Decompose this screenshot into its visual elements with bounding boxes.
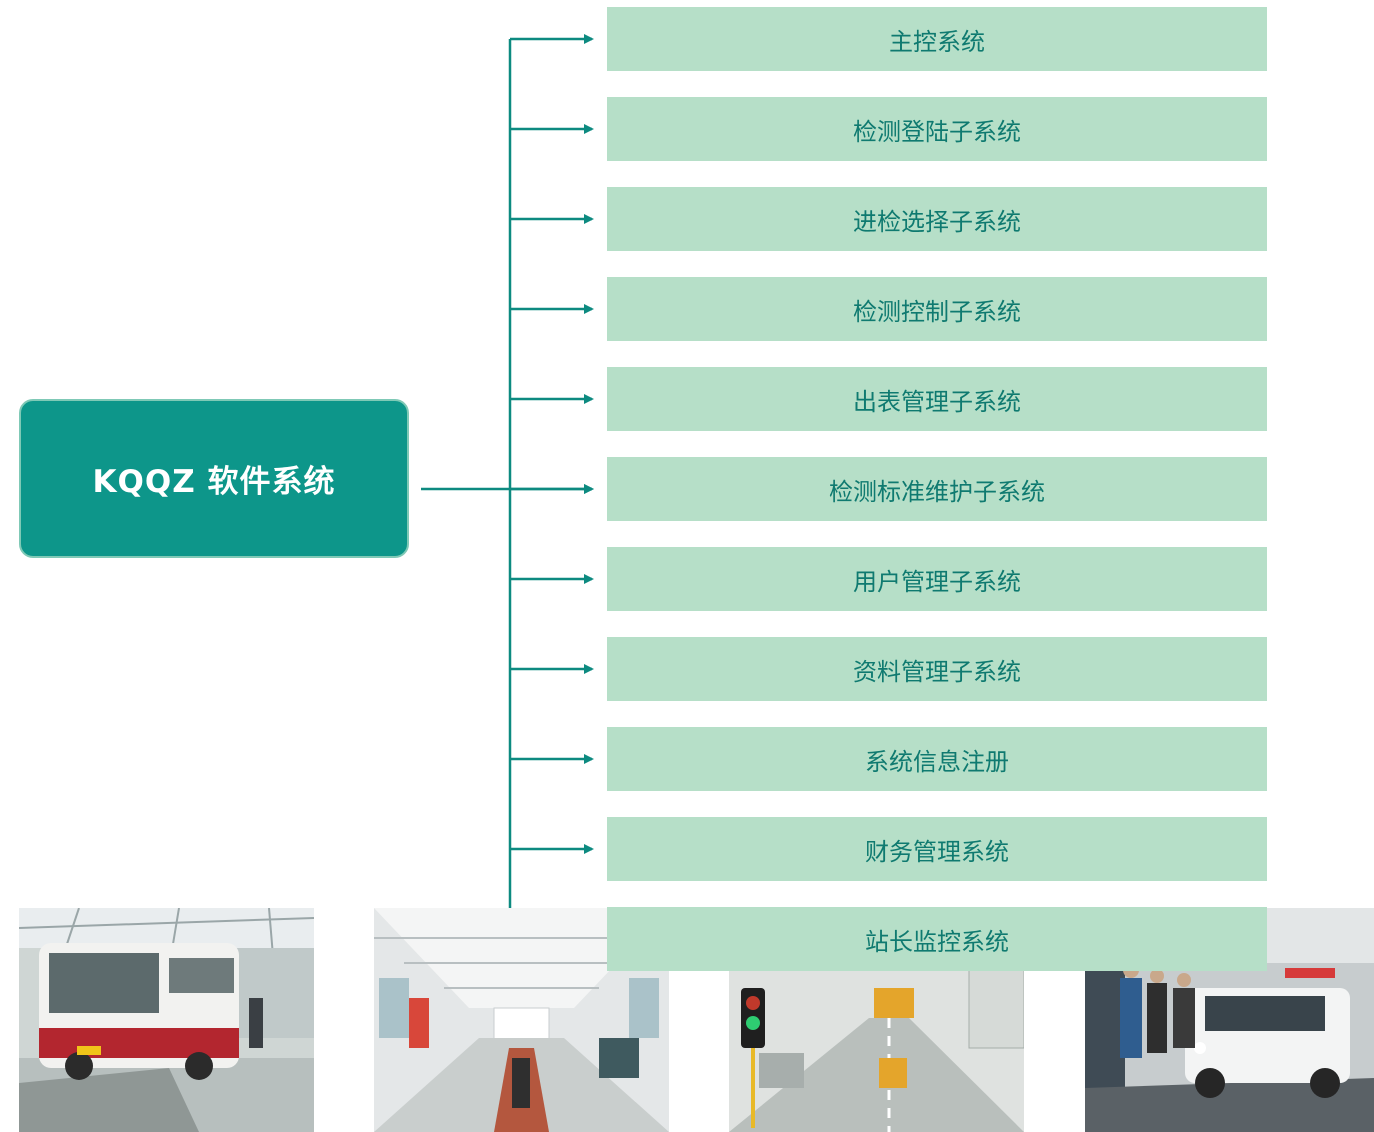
subsystem-label: 用户管理子系统 xyxy=(853,567,1021,596)
subsystem-node: 站长监控系统 xyxy=(607,907,1267,971)
subsystem-label: 站长监控系统 xyxy=(865,927,1009,956)
subsystem-node: 资料管理子系统 xyxy=(607,637,1267,701)
subsystem-label: 主控系统 xyxy=(889,27,985,56)
subsystem-node: 检测登陆子系统 xyxy=(607,97,1267,161)
subsystem-label: 资料管理子系统 xyxy=(853,657,1021,686)
subsystem-node: 进检选择子系统 xyxy=(607,187,1267,251)
subsystem-node: 检测控制子系统 xyxy=(607,277,1267,341)
subsystem-node: 系统信息注册 xyxy=(607,727,1267,791)
subsystem-label: 进检选择子系统 xyxy=(853,207,1021,236)
subsystem-node: 财务管理系统 xyxy=(607,817,1267,881)
subsystem-node: 出表管理子系统 xyxy=(607,367,1267,431)
subsystem-node: 用户管理子系统 xyxy=(607,547,1267,611)
root-node: KQQZ 软件系统 xyxy=(19,399,409,558)
subsystem-label: 出表管理子系统 xyxy=(853,387,1021,416)
subsystem-label: 财务管理系统 xyxy=(865,837,1009,866)
subsystem-label: 检测控制子系统 xyxy=(853,297,1021,326)
subsystem-label: 检测标准维护子系统 xyxy=(829,477,1045,506)
subsystem-label: 系统信息注册 xyxy=(865,747,1009,776)
root-node-label: KQQZ 软件系统 xyxy=(92,464,336,500)
photo-bus-inspection xyxy=(19,908,314,1132)
subsystem-label: 检测登陆子系统 xyxy=(853,117,1021,146)
subsystem-node: 检测标准维护子系统 xyxy=(607,457,1267,521)
subsystem-node: 主控系统 xyxy=(607,7,1267,71)
